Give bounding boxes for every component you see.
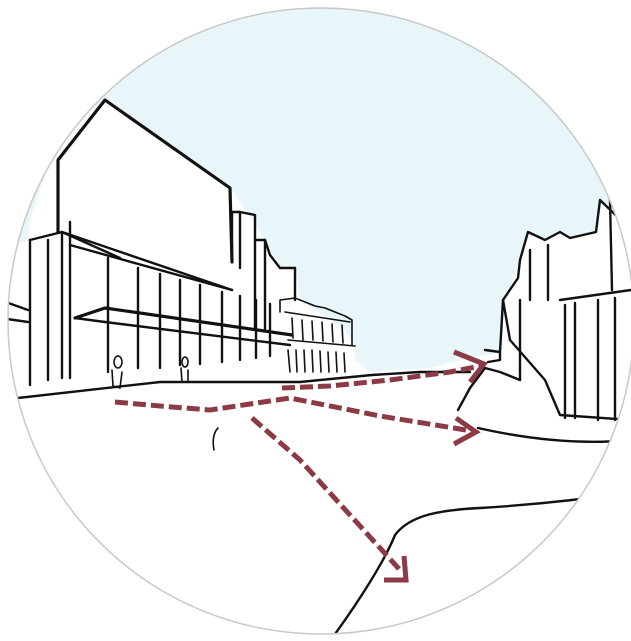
sketch-canvas: [0, 0, 631, 641]
street-sketch-illustration: [0, 0, 631, 641]
